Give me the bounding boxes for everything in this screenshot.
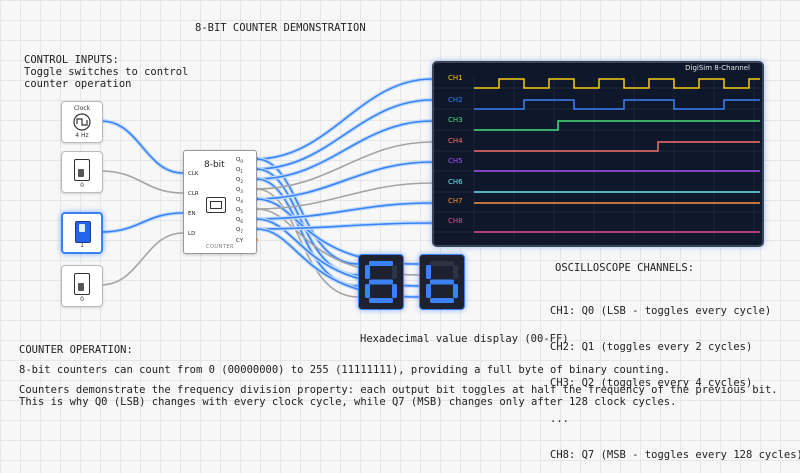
counter-operation-text: Counters demonstrate the frequency divis…: [19, 384, 778, 396]
channel-label: CH6: [448, 178, 463, 186]
output-wire: [255, 182, 433, 210]
oscilloscope-channels-title: OSCILLOSCOPE CHANNELS:: [555, 262, 695, 274]
output-wire: [255, 99, 433, 170]
segment-e: [426, 284, 431, 298]
output-wire: [255, 158, 359, 265]
segment-c: [392, 284, 397, 298]
channel-label: CH7: [448, 197, 463, 205]
oscilloscope[interactable]: DigiSim 8-Channel CH1 CH2 CH3 CH4 CH5 CH…: [432, 61, 764, 247]
switch-value: 1: [80, 242, 84, 249]
segment-a: [369, 261, 393, 266]
toggle-icon: [75, 221, 91, 243]
output-wire: [255, 161, 433, 200]
segment-b: [392, 265, 397, 279]
channel-label: CH1: [448, 74, 463, 82]
pin-clk: CLK: [188, 171, 199, 177]
counter-footer: COUNTER: [205, 244, 234, 250]
oscilloscope-title: DigiSim 8-Channel: [685, 64, 750, 72]
clock-source[interactable]: Clock 4 Hz: [61, 101, 103, 143]
seven-segment-digit: [365, 261, 397, 303]
control-inputs-description: Toggle switches to control counter opera…: [24, 66, 189, 90]
channel-description: CH3: Q2 (toggles every 4 cycles): [550, 377, 753, 389]
pin-q7: Q7: [236, 227, 243, 235]
page-title: 8-BIT COUNTER DEMONSTRATION: [195, 22, 366, 34]
switch-value: 0: [80, 182, 84, 189]
channel-label: CH4: [448, 137, 463, 145]
wire-switch1-clr: [100, 170, 184, 194]
pin-q5: Q5: [236, 207, 243, 215]
oscilloscope-traces: [434, 77, 762, 241]
channel-label: CH5: [448, 157, 463, 165]
output-wire: [255, 188, 359, 298]
output-wire: [255, 202, 433, 220]
pin-q0: Q0: [236, 157, 243, 165]
hex-digit-display-low: [419, 254, 465, 310]
segment-f: [426, 265, 431, 279]
pin-q1: Q1: [236, 167, 243, 175]
scope-trace: [474, 99, 760, 110]
clock-label: Clock: [73, 105, 91, 112]
channel-label: CH2: [448, 96, 463, 104]
segment-a: [430, 261, 454, 266]
segment-g: [369, 279, 393, 285]
pin-cy: CY: [236, 238, 244, 244]
channel-description: ...: [550, 413, 569, 425]
channel-description: CH1: Q0 (LSB - toggles every cycle): [550, 305, 772, 317]
hex-digit-display-high: [358, 254, 404, 310]
segment-c: [453, 284, 458, 298]
hex-display-caption: Hexadecimal value display (00-FF): [360, 333, 569, 345]
pin-q6: Q6: [236, 217, 243, 225]
toggle-switch-ld[interactable]: 0: [61, 265, 103, 307]
toggle-icon: [74, 273, 90, 295]
segment-f: [365, 265, 370, 279]
wires-layer: [99, 77, 434, 299]
control-inputs-title: CONTROL INPUTS:: [24, 54, 119, 66]
channel-label: CH8: [448, 217, 463, 225]
counter-operation-text: 8-bit counters can count from 0 (0000000…: [19, 364, 671, 376]
counter-operation-text: This is why Q0 (LSB) changes with every …: [19, 396, 677, 408]
output-wire: [255, 78, 433, 160]
pin-q4: Q4: [236, 197, 243, 205]
segment-e: [365, 284, 370, 298]
seven-segment-digit: [426, 261, 458, 303]
scope-trace: [474, 141, 760, 152]
channel-label: CH3: [448, 116, 463, 124]
toggle-switch-clr[interactable]: 0: [61, 151, 103, 193]
counter-component[interactable]: 8-bit CLK CLR EN LD Q0 Q1 Q2 Q3 Q4 Q5 Q6…: [183, 150, 257, 254]
segment-b: [453, 265, 458, 279]
pin-clr: CLR: [188, 191, 199, 197]
segment-d: [430, 298, 454, 303]
clock-wave-icon: [73, 113, 91, 131]
pin-q3: Q3: [236, 187, 243, 195]
pin-ld: LD: [188, 231, 196, 237]
counter-title: 8-bit: [204, 160, 225, 170]
output-wire: [255, 141, 433, 190]
toggle-switch-en[interactable]: 1: [61, 212, 103, 254]
output-wire: [255, 120, 433, 180]
oscilloscope-channels-list: CH1: Q0 (LSB - toggles every cycle) CH2:…: [550, 281, 800, 473]
pin-q2: Q2: [236, 177, 243, 185]
scope-trace: [474, 120, 760, 131]
pin-en: EN: [188, 211, 196, 217]
counter-operation-title: COUNTER OPERATION:: [19, 344, 133, 356]
segment-d: [369, 298, 393, 303]
wire-switch3-ld: [100, 232, 184, 286]
scope-trace: [474, 78, 760, 89]
channel-description: CH8: Q7 (MSB - toggles every 128 cycles): [550, 449, 800, 461]
output-wire: [255, 222, 433, 230]
channel-description: CH2: Q1 (toggles every 2 cycles): [550, 341, 753, 353]
switch-value: 0: [80, 296, 84, 303]
clock-frequency: 4 Hz: [75, 132, 89, 139]
toggle-icon: [74, 159, 90, 181]
chip-icon: [206, 197, 226, 213]
segment-g: [430, 279, 454, 285]
